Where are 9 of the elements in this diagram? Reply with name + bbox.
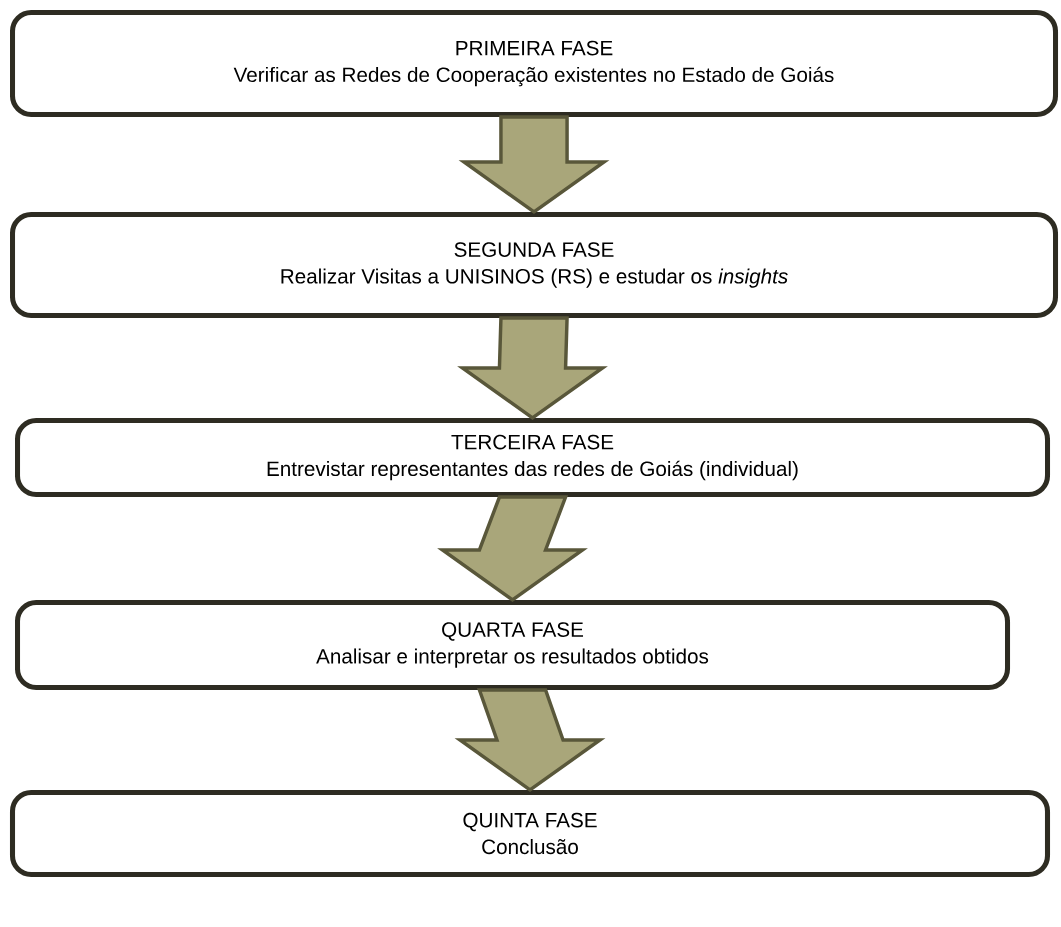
phase-box: SEGUNDA FASE Realizar Visitas a UNISINOS (RS) e estudar os insights <box>9 211 1059 319</box>
phase-box: QUARTA FASE Analisar e interpretar os resultados obtidos <box>14 599 1011 691</box>
phase-box: QUINTA FASE Conclusão <box>9 789 1051 878</box>
block-arrow <box>457 316 608 421</box>
block-arrow <box>437 495 588 603</box>
phase-box: TERCEIRA FASE Entrevistar representantes das redes de Goiás (individual) <box>14 417 1051 498</box>
block-arrow <box>454 688 606 793</box>
block-arrow <box>458 115 610 215</box>
phase-box: PRIMEIRA FASE Verificar as Redes de Cooperação existentes no Estado de Goiás <box>9 9 1059 118</box>
